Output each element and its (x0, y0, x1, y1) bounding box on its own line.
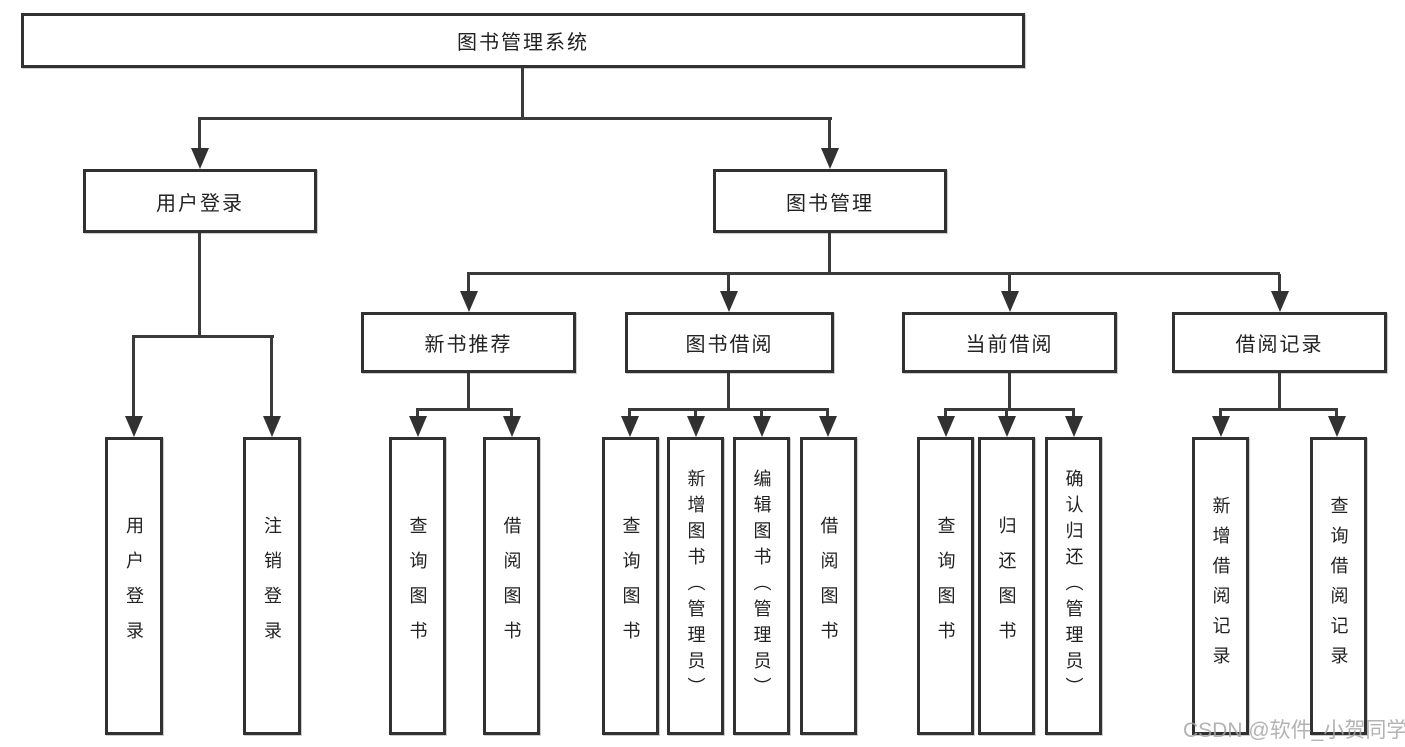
leaf-user-login-label: 用户登录 (124, 516, 144, 656)
leaf-logout-label: 注销登录 (262, 516, 282, 656)
leaf-records-query-label: 查询借阅记录 (1328, 496, 1349, 676)
leaf-currentborrow-return-label: 归还图书 (996, 516, 1017, 656)
connector-stem-cb-confirm (1072, 410, 1075, 418)
leaf-user-login: 用户登录 (105, 437, 163, 735)
arrowhead-cb-confirm (1065, 416, 1083, 437)
connector-stem-user-login (198, 119, 201, 150)
arrowhead-bb-borrow (819, 416, 837, 437)
connector-stem-leaf-logout (270, 337, 273, 417)
leaf-currentborrow-confirm-label: 确认归还（管理员） (1063, 469, 1084, 703)
node-root: 图书管理系统 (21, 13, 1025, 68)
leaf-bookborrow-borrow-label: 借阅图书 (818, 516, 839, 656)
arrowhead-user-login (191, 148, 209, 169)
connector-root-split (198, 117, 832, 120)
connector-stem-cb-query (944, 410, 947, 418)
connector-stem-borrow-records (1278, 274, 1281, 293)
leaf-currentborrow-return: 归还图书 (978, 437, 1035, 735)
node-book-mgmt-label: 图书管理 (786, 192, 874, 215)
leaf-records-query: 查询借阅记录 (1310, 437, 1367, 735)
connector-root-drop (521, 68, 524, 119)
arrowhead-cb-query (937, 416, 955, 437)
csdn-watermark: CSDN @软件_小贺同学 (1183, 719, 1405, 742)
connector-new-books-split (416, 408, 513, 411)
connector-book-mgmt-split (467, 272, 1280, 275)
arrowhead-new-books (460, 291, 478, 312)
connector-stem-bb-edit (760, 410, 763, 418)
leaf-newbooks-borrow-label: 借阅图书 (501, 516, 522, 656)
connector-book-borrow-drop (727, 373, 730, 410)
connector-borrow-records-split (1219, 408, 1338, 411)
node-user-login: 用户登录 (83, 169, 317, 233)
leaf-bookborrow-edit: 编辑图书（管理员） (733, 437, 790, 735)
connector-user-login-drop (198, 233, 201, 337)
leaf-bookborrow-add: 新增图书（管理员） (667, 437, 724, 735)
arrowhead-bb-add (687, 416, 705, 437)
leaf-bookborrow-borrow: 借阅图书 (800, 437, 857, 735)
connector-stem-cb-return (1005, 410, 1008, 418)
node-new-books: 新书推荐 (361, 312, 576, 373)
connector-stem-bb-query (628, 410, 631, 418)
leaf-bookborrow-edit-label: 编辑图书（管理员） (751, 469, 772, 703)
node-new-books-label: 新书推荐 (424, 334, 513, 356)
connector-borrow-records-drop (1278, 373, 1281, 410)
leaf-records-add-label: 新增借阅记录 (1210, 496, 1231, 676)
connector-current-borrow-split (944, 408, 1075, 411)
connector-stem-nb-query (416, 410, 419, 418)
arrowhead-leaf-login (125, 416, 143, 437)
connector-user-login-split (132, 335, 274, 338)
connector-current-borrow-drop (1008, 373, 1011, 410)
connector-stem-br-query (1335, 410, 1338, 418)
leaf-records-add: 新增借阅记录 (1192, 437, 1249, 735)
connector-stem-bb-borrow (826, 410, 829, 418)
connector-stem-bb-add (694, 410, 697, 418)
arrowhead-borrow-records (1271, 291, 1289, 312)
node-book-borrow-label: 图书借阅 (685, 334, 774, 356)
node-current-borrow-label: 当前借阅 (965, 334, 1054, 356)
node-user-login-label: 用户登录 (156, 192, 244, 215)
connector-book-borrow-split (628, 408, 829, 411)
arrowhead-leaf-logout (263, 416, 281, 437)
node-root-label: 图书管理系统 (457, 32, 589, 54)
node-borrow-records-label: 借阅记录 (1235, 334, 1324, 356)
leaf-newbooks-query-label: 查询图书 (407, 516, 428, 656)
node-book-borrow: 图书借阅 (625, 312, 834, 373)
arrowhead-br-add (1212, 416, 1230, 437)
leaf-newbooks-query: 查询图书 (389, 437, 446, 735)
connector-stem-new-books (467, 274, 470, 293)
leaf-newbooks-borrow: 借阅图书 (483, 437, 540, 735)
node-current-borrow: 当前借阅 (902, 312, 1117, 373)
leaf-bookborrow-query: 查询图书 (602, 437, 659, 735)
leaf-bookborrow-add-label: 新增图书（管理员） (685, 469, 706, 703)
arrowhead-nb-borrow (503, 416, 521, 437)
arrowhead-book-borrow (720, 291, 738, 312)
arrowhead-br-query (1328, 416, 1346, 437)
arrowhead-current-borrow (1001, 291, 1019, 312)
leaf-currentborrow-query-label: 查询图书 (935, 516, 956, 656)
arrowhead-nb-query (409, 416, 427, 437)
connector-book-mgmt-drop (828, 233, 831, 274)
arrowhead-book-mgmt (821, 148, 839, 169)
arrowhead-cb-return (998, 416, 1016, 437)
connector-stem-br-add (1219, 410, 1222, 418)
connector-stem-book-borrow (727, 274, 730, 293)
leaf-logout: 注销登录 (243, 437, 301, 735)
arrowhead-bb-edit (753, 416, 771, 437)
leaf-currentborrow-query: 查询图书 (917, 437, 974, 735)
leaf-currentborrow-confirm: 确认归还（管理员） (1045, 437, 1102, 735)
leaf-bookborrow-query-label: 查询图书 (620, 516, 641, 656)
connector-stem-leaf-login (132, 337, 135, 417)
node-borrow-records: 借阅记录 (1172, 312, 1387, 373)
arrowhead-bb-query (621, 416, 639, 437)
connector-stem-book-mgmt (828, 119, 831, 150)
connector-stem-current-borrow (1008, 274, 1011, 293)
connector-stem-nb-borrow (510, 410, 513, 418)
node-book-mgmt: 图书管理 (713, 169, 947, 233)
connector-new-books-drop (467, 373, 470, 410)
